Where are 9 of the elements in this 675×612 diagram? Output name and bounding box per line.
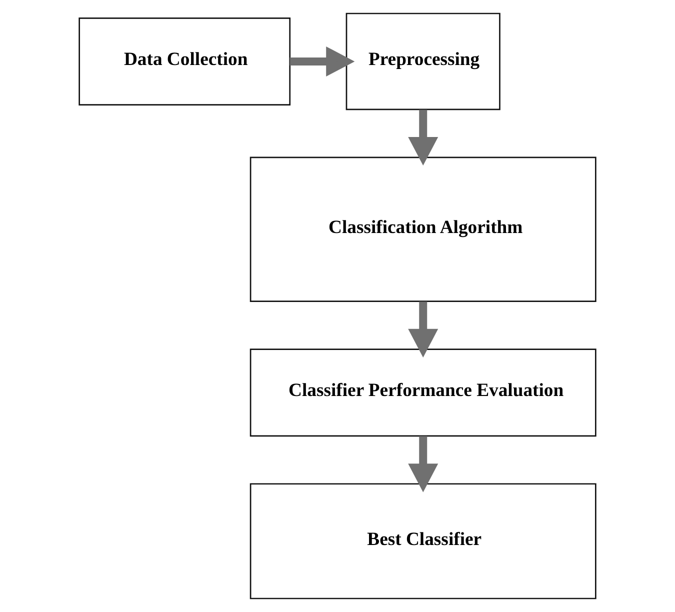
node-box: Best Classifier [250,483,596,600]
arrow [290,46,355,76]
node-box: Classifier Performance Evaluation [250,348,596,437]
arrow [408,302,438,358]
node-box: Preprocessing [346,12,500,110]
arrow [408,436,438,492]
node-box: Data Collection [78,18,291,106]
node-box: Classification Algorithm [250,156,596,302]
arrow [408,110,438,166]
